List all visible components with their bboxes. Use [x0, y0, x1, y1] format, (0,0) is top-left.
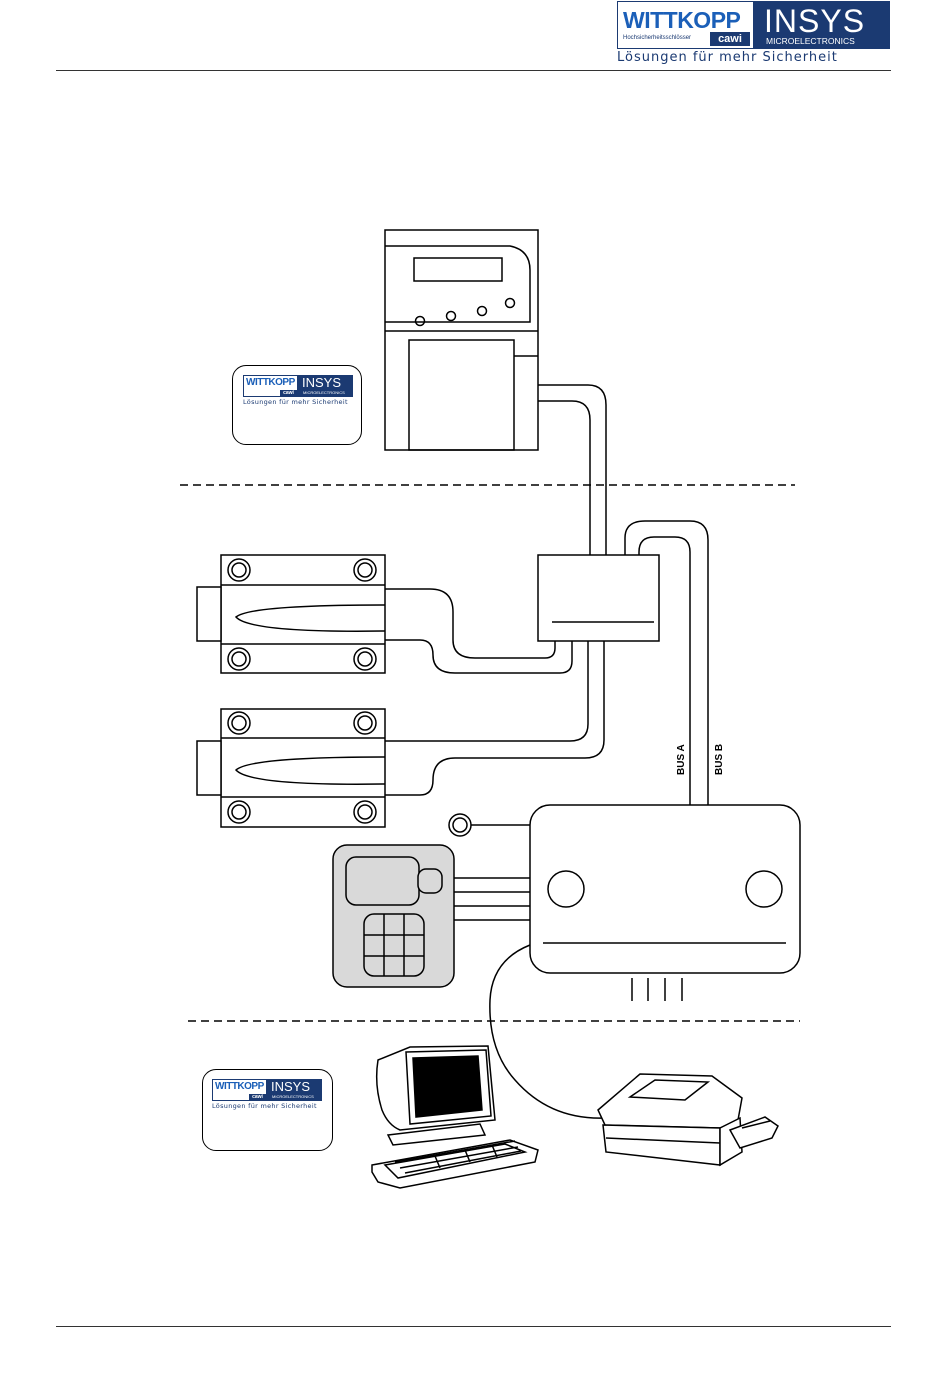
printer-icon	[598, 1074, 778, 1165]
cable	[385, 641, 588, 741]
keypad-icon	[333, 845, 530, 987]
lock-icon	[197, 555, 385, 673]
cable	[385, 589, 555, 658]
computer-icon	[372, 1046, 538, 1188]
cable	[538, 385, 606, 556]
cable	[538, 401, 590, 556]
cable	[385, 640, 572, 673]
bus-b-label: BUS B	[714, 744, 725, 775]
bus-a-label: BUS A	[676, 744, 687, 775]
junction-box-icon	[538, 555, 659, 641]
central-unit-icon	[530, 805, 800, 1001]
control-unit-icon	[385, 230, 538, 450]
lock-icon	[197, 709, 385, 827]
footer-rule	[56, 1326, 891, 1327]
lamp-icon	[449, 814, 530, 836]
